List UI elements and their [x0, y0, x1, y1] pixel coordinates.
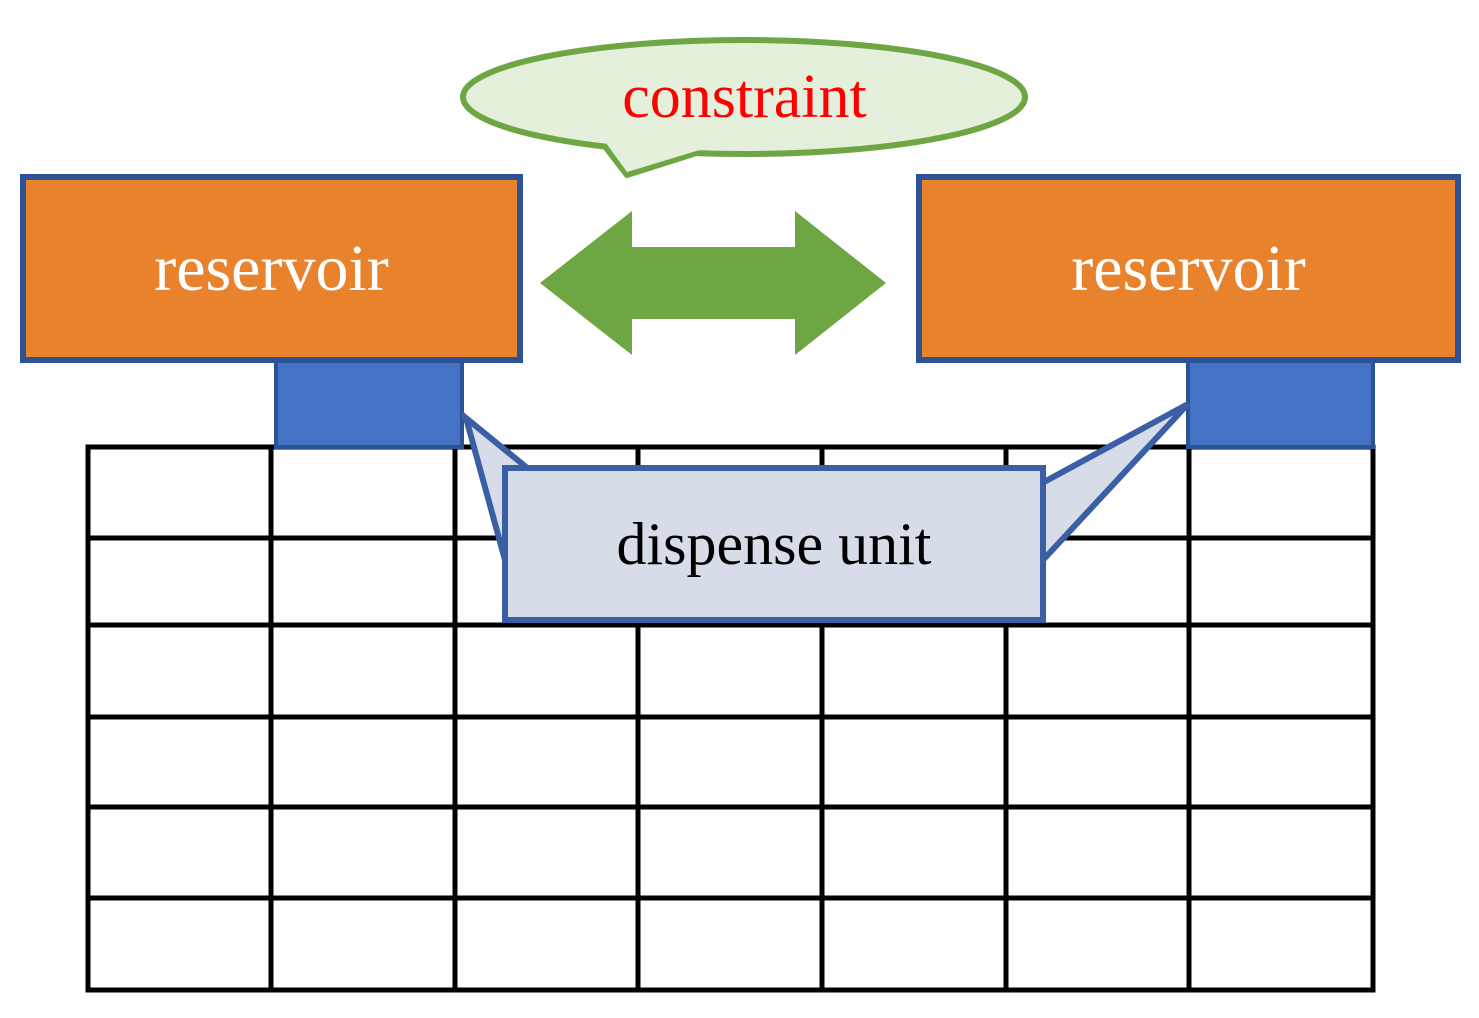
reservoir-left-box[interactable]: [20, 174, 523, 363]
grid-cell: [452, 622, 641, 720]
grid-cell: [1003, 622, 1192, 720]
grid-cell: [819, 804, 1009, 901]
grid-cell: [1186, 804, 1376, 901]
constraint-bubble-tail-overlap: [606, 143, 706, 172]
grid-cell: [85, 622, 274, 720]
grid-cell: [268, 622, 458, 720]
grid-cell: [819, 622, 1009, 720]
grid-cell: [635, 622, 825, 720]
grid-cell: [268, 714, 458, 810]
grid-cell: [1186, 714, 1376, 810]
grid-cell: [452, 804, 641, 901]
bidirectional-arrow-icon: [540, 211, 886, 355]
grid-cell: [268, 804, 458, 901]
grid-cell: [452, 714, 641, 810]
grid-cell: [85, 444, 274, 541]
grid-cell: [1186, 895, 1376, 993]
reservoir-right-box[interactable]: [916, 174, 1461, 363]
grid-cell: [85, 714, 274, 810]
grid-cell: [268, 444, 458, 541]
grid-cell: [268, 535, 458, 628]
constraint-bubble-ellipse: [460, 37, 1028, 157]
grid-cell: [85, 895, 274, 993]
constraint-bubble[interactable]: [460, 37, 1028, 178]
grid-cell: [1003, 714, 1192, 810]
grid-cell: [1003, 895, 1192, 993]
grid-cell: [819, 714, 1009, 810]
grid-cell: [85, 804, 274, 901]
grid-cell: [635, 804, 825, 901]
grid-cell: [1003, 804, 1192, 901]
grid-cell: [1186, 622, 1376, 720]
grid-cell: [1186, 535, 1376, 628]
grid-cell: [1186, 444, 1376, 541]
nozzle-left: [274, 358, 464, 449]
grid-cell: [819, 895, 1009, 993]
grid-cell: [635, 895, 825, 993]
grid-cell: [268, 895, 458, 993]
nozzle-right: [1186, 358, 1375, 449]
grid-cell: [635, 714, 825, 810]
grid-cell: [85, 535, 274, 628]
dispense-unit-box[interactable]: [502, 465, 1046, 623]
grid-cell: [452, 895, 641, 993]
